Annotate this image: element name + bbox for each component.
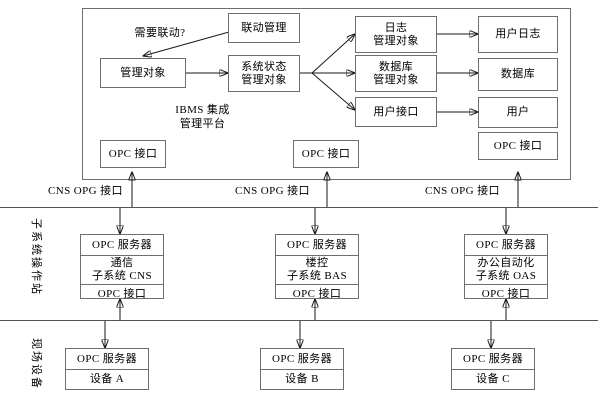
box-system-state-line2: 管理对象 [241, 73, 287, 86]
subsystem-cns-name-line1: 通信 [110, 257, 134, 269]
subsystem-cns-name-line2: 子系统 CNS [92, 270, 152, 282]
bus-line-field [0, 320, 598, 321]
subsystem-oas[interactable]: OPC 服务器 办公自动化 子系统 OAS OPC 接口 [464, 234, 548, 300]
device-c-server: OPC 服务器 [463, 352, 523, 365]
box-linkage-management[interactable]: 联动管理 [228, 13, 300, 43]
box-database-label: 数据库 [500, 68, 536, 80]
box-ibms-opc-interface-mid[interactable]: OPC 接口 [293, 140, 359, 168]
box-user-interface[interactable]: 用户接口 [355, 97, 437, 127]
side-label-subsystem-workstation: 子系统操作站 [30, 218, 42, 296]
box-user-label: 用户 [506, 106, 530, 118]
device-a-name: 设备 A [66, 369, 148, 389]
condition-label: 需要联动? [134, 27, 186, 39]
device-b-name: 设备 B [261, 369, 343, 389]
box-user-log[interactable]: 用户日志 [478, 16, 558, 53]
subsystem-bas-name-line1: 楼控 [305, 257, 329, 269]
subsystem-oas-name: 办公自动化 子系统 OAS [465, 255, 547, 284]
box-ibms-opc-interface-mid-label: OPC 接口 [301, 147, 351, 160]
device-a-server: OPC 服务器 [77, 352, 137, 365]
device-c-name: 设备 C [452, 369, 534, 389]
box-ibms-opc-interface-right[interactable]: OPC 接口 [478, 132, 558, 160]
box-managed-object-label: 管理对象 [120, 66, 166, 79]
subsystem-oas-interface: OPC 接口 [465, 284, 547, 304]
box-log-managed-object-line1: 日志 [384, 21, 408, 34]
box-database[interactable]: 数据库 [478, 58, 558, 91]
box-user-log-label: 用户日志 [495, 28, 541, 40]
bus-label-left: CNS OPG 接口 [48, 185, 123, 197]
subsystem-cns-name: 通信 子系统 CNS [81, 255, 163, 284]
box-user-interface-label: 用户接口 [373, 105, 419, 118]
subsystem-bas-interface: OPC 接口 [276, 284, 358, 304]
subsystem-bas[interactable]: OPC 服务器 楼控 子系统 BAS OPC 接口 [275, 234, 359, 300]
subsystem-bas-server: OPC 服务器 [287, 238, 347, 251]
box-system-state-managed-object[interactable]: 系统状态 管理对象 [228, 55, 300, 92]
bus-line-cns-opg [0, 207, 598, 208]
subsystem-oas-name-line2: 子系统 OAS [475, 270, 537, 282]
box-managed-object[interactable]: 管理对象 [100, 58, 186, 88]
device-a[interactable]: OPC 服务器 设备 A [65, 348, 149, 390]
box-database-managed-object[interactable]: 数据库 管理对象 [355, 55, 437, 92]
side-label-field-device: 现场设备 [30, 338, 42, 390]
subsystem-cns[interactable]: OPC 服务器 通信 子系统 CNS OPC 接口 [80, 234, 164, 300]
box-log-managed-object[interactable]: 日志 管理对象 [355, 16, 437, 53]
device-b[interactable]: OPC 服务器 设备 B [260, 348, 344, 390]
box-log-managed-object-line2: 管理对象 [373, 34, 419, 47]
box-ibms-opc-interface-right-label: OPC 接口 [493, 139, 543, 152]
bus-label-middle: CNS OPG 接口 [235, 185, 310, 197]
subsystem-cns-interface: OPC 接口 [81, 284, 163, 304]
platform-title-line2: 管理平台 [179, 118, 226, 130]
device-b-server: OPC 服务器 [272, 352, 332, 365]
box-linkage-management-label: 联动管理 [241, 21, 287, 34]
bus-label-right: CNS OPG 接口 [425, 185, 500, 197]
box-ibms-opc-interface-left[interactable]: OPC 接口 [100, 140, 166, 168]
box-system-state-line1: 系统状态 [241, 60, 287, 73]
box-user[interactable]: 用户 [478, 97, 558, 128]
box-ibms-opc-interface-left-label: OPC 接口 [108, 147, 158, 160]
box-database-managed-object-line1: 数据库 [378, 60, 414, 73]
subsystem-bas-name-line2: 子系统 BAS [287, 270, 347, 282]
subsystem-oas-server: OPC 服务器 [476, 238, 536, 251]
subsystem-bas-name: 楼控 子系统 BAS [276, 255, 358, 284]
subsystem-oas-name-line1: 办公自动化 [477, 257, 535, 269]
device-c[interactable]: OPC 服务器 设备 C [451, 348, 535, 390]
platform-title-line1: IBMS 集成 [175, 104, 230, 116]
box-database-managed-object-line2: 管理对象 [373, 73, 419, 86]
subsystem-cns-server: OPC 服务器 [92, 238, 152, 251]
